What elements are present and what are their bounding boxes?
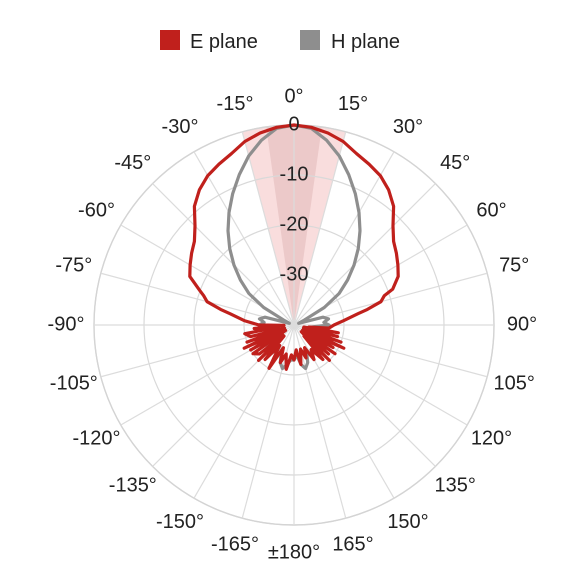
- angle-tick-label: -135°: [109, 474, 157, 496]
- angle-tick-label: 60°: [476, 199, 506, 221]
- angle-tick-label: 45°: [440, 152, 470, 174]
- angle-tick-label: -105°: [50, 372, 98, 394]
- grid-spoke: [293, 151, 395, 326]
- series-line-e-plane: [188, 123, 400, 371]
- angle-tick-label: 150°: [387, 511, 428, 533]
- legend-swatch-e-plane: [160, 30, 180, 50]
- angle-tick-label: 165°: [332, 533, 373, 555]
- grid-spoke: [293, 324, 347, 519]
- radial-tick-label: -20: [280, 213, 309, 235]
- radial-tick-label: -10: [280, 163, 309, 185]
- angle-tick-label: 15°: [338, 93, 368, 115]
- angle-tick-label: 105°: [494, 372, 535, 394]
- angle-tick-label: 120°: [471, 427, 512, 449]
- grid-spoke: [152, 183, 295, 326]
- grid-spoke: [241, 131, 295, 326]
- grid-spoke: [100, 272, 295, 326]
- angle-tick-label: -15°: [217, 93, 254, 115]
- angle-tick-label: ±180°: [268, 541, 320, 563]
- legend-swatch-h-plane: [300, 30, 320, 50]
- angle-tick-label: -45°: [114, 152, 151, 174]
- angle-tick-label: 135°: [435, 474, 476, 496]
- radial-tick-labels: 0 -10 -20 -30: [280, 113, 309, 285]
- grid-spoke: [193, 324, 295, 499]
- angle-tick-label: -120°: [72, 427, 120, 449]
- legend: E plane H plane: [160, 30, 400, 53]
- radial-tick-label: -30: [280, 263, 309, 285]
- angle-tick-label: -90°: [48, 313, 85, 335]
- angle-tick-labels: 0° 15° 30° 45° 60° 75° 90° 105° 120° 135° 150° 165°…: [48, 85, 538, 563]
- grid-spoke: [193, 151, 295, 326]
- angle-tick-label: -30°: [162, 116, 199, 138]
- angle-tick-label: 0°: [284, 85, 303, 107]
- angle-tick-label: 90°: [507, 313, 537, 335]
- angle-tick-label: -75°: [55, 254, 92, 276]
- angle-tick-label: -165°: [211, 533, 259, 555]
- grid-spoke: [293, 272, 488, 326]
- series-lines: [188, 123, 400, 371]
- grid-spoke: [293, 131, 347, 326]
- legend-label-h-plane: H plane: [331, 31, 400, 53]
- legend-label-e-plane: E plane: [190, 31, 258, 53]
- angle-tick-label: -150°: [156, 511, 204, 533]
- radial-tick-label: 0: [288, 113, 299, 135]
- grid-spoke: [293, 183, 436, 326]
- angle-tick-label: 30°: [393, 116, 423, 138]
- angle-tick-label: 75°: [499, 254, 529, 276]
- angle-tick-label: -60°: [78, 199, 115, 221]
